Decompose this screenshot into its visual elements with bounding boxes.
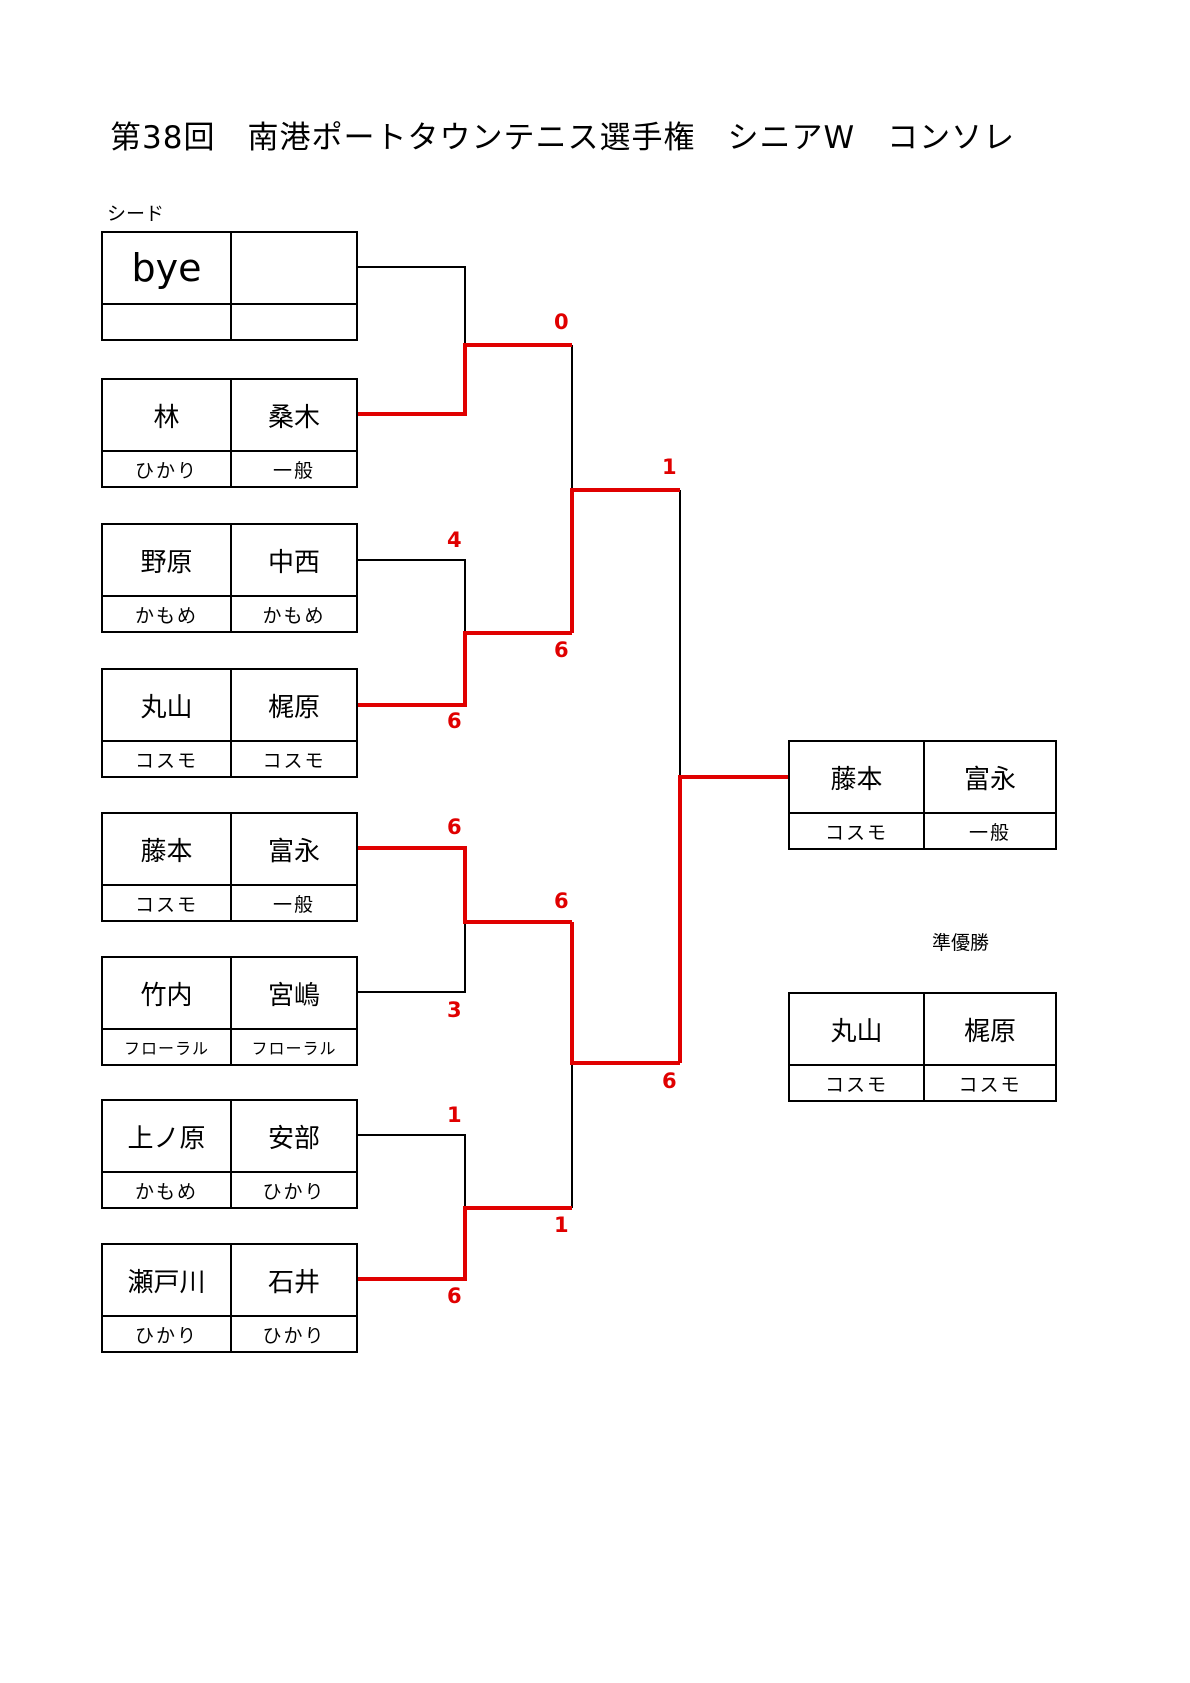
winner-line: [570, 922, 680, 1065]
entry-4: 丸山 梶原 コスモ コスモ: [101, 668, 358, 778]
score: 6: [447, 1284, 462, 1308]
club-name: 一般: [923, 812, 1055, 848]
entry-3: 野原 中西 かもめ かもめ: [101, 523, 358, 633]
score: 4: [447, 528, 462, 552]
bracket-line: [357, 1134, 466, 1208]
score: 1: [447, 1103, 462, 1127]
club-name: コスモ: [103, 740, 230, 776]
winner-line: [357, 846, 572, 924]
entry-6: 竹内 宮嶋 フローラル フローラル: [101, 956, 358, 1066]
bracket-line: [357, 922, 466, 993]
winner-line: [357, 1206, 572, 1281]
player-name: 中西: [230, 525, 356, 595]
entry-seed-bye: bye: [101, 231, 358, 341]
winner-line: [678, 775, 788, 1063]
player-name: 上ノ原: [127, 1123, 206, 1154]
club-name: [103, 303, 230, 339]
player-name: 林: [153, 402, 180, 433]
club-name: コスモ: [923, 1064, 1055, 1100]
player-name: 宮嶋: [230, 958, 356, 1028]
score: 6: [554, 638, 569, 662]
score: 6: [662, 1069, 677, 1093]
entry-8: 瀬戸川 石井 ひかり ひかり: [101, 1243, 358, 1353]
player-name: 瀬戸川: [127, 1267, 206, 1298]
entry-2: 林 桑木 ひかり 一般: [101, 378, 358, 488]
club-name: ひかり: [230, 1171, 356, 1207]
runner-up-entry: 丸山 梶原 コスモ コスモ: [788, 992, 1057, 1102]
club-name: かもめ: [230, 595, 356, 631]
score: 6: [554, 889, 569, 913]
player-name: 富永: [923, 742, 1055, 812]
player-name: 丸山: [830, 1016, 883, 1047]
player-name: 竹内: [140, 980, 193, 1011]
club-name: フローラル: [103, 1028, 230, 1064]
club-name: ひかり: [103, 1315, 230, 1351]
player-name: 野原: [140, 547, 193, 578]
club-name: 一般: [230, 450, 356, 486]
club-name: コスモ: [103, 884, 230, 920]
player-name: 石井: [230, 1245, 356, 1315]
player-name: 藤本: [830, 764, 883, 795]
club-name: 一般: [230, 884, 356, 920]
score: 1: [554, 1213, 569, 1237]
club-name: [230, 303, 356, 339]
club-name: ひかり: [103, 450, 230, 486]
club-name: コスモ: [790, 812, 923, 848]
club-name: ひかり: [230, 1315, 356, 1351]
score: 1: [662, 455, 677, 479]
player-name: 安部: [230, 1101, 356, 1171]
winner-line: [357, 631, 572, 707]
page-title: 第38回 南港ポートタウンテニス選手権 シニアW コンソレ: [110, 120, 1016, 156]
player-name: 藤本: [140, 836, 193, 867]
winner-entry: 藤本 富永 コスモ 一般: [788, 740, 1057, 850]
bracket-line: [357, 266, 466, 345]
seed-label: シード: [107, 203, 165, 225]
player-name: bye: [131, 246, 202, 290]
winner-line: [570, 488, 680, 633]
player-name: 梶原: [230, 670, 356, 740]
club-name: かもめ: [103, 595, 230, 631]
club-name: コスモ: [230, 740, 356, 776]
score: 6: [447, 815, 462, 839]
player-name: 梶原: [923, 994, 1055, 1064]
entry-7: 上ノ原 安部 かもめ ひかり: [101, 1099, 358, 1209]
bracket-line: [357, 559, 466, 633]
player-name: 富永: [230, 814, 356, 884]
score: 3: [447, 998, 462, 1022]
entry-5: 藤本 富永 コスモ 一般: [101, 812, 358, 922]
club-name: かもめ: [103, 1171, 230, 1207]
player-name: 桑木: [230, 380, 356, 450]
runner-up-label: 準優勝: [932, 932, 990, 954]
player-name: [230, 233, 356, 303]
club-name: フローラル: [230, 1028, 356, 1064]
club-name: コスモ: [790, 1064, 923, 1100]
winner-line: [357, 343, 572, 416]
score: 0: [554, 310, 569, 334]
score: 6: [447, 709, 462, 733]
player-name: 丸山: [140, 692, 193, 723]
